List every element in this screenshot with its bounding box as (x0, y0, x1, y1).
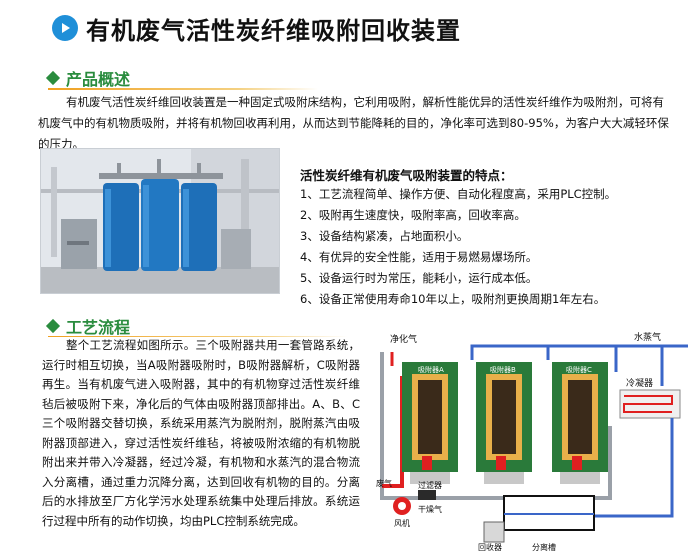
diagram-label-adsorber-a: 吸附器A (418, 365, 444, 374)
feature-item: 5、设备运行时为常压，能耗小，运行成本低。 (300, 271, 538, 285)
page-title-bar: 有机废气活性炭纤维吸附回收装置 (52, 12, 522, 45)
page-title: 有机废气活性炭纤维吸附回收装置 (86, 16, 461, 45)
diagram-label-fan: 风机 (394, 518, 410, 528)
feature-item: 2、吸附再生速度快，吸附率高，回收率高。 (300, 208, 526, 222)
diagram-label-separator: 分离槽 (532, 542, 556, 552)
process-heading: 工艺流程 (45, 314, 131, 338)
diamond-bullet-icon (45, 70, 61, 86)
diagram-label-adsorber-b: 吸附器B (490, 365, 516, 374)
diagram-label-condenser: 冷凝器 (626, 377, 653, 389)
diagram-label-dryer: 干燥气 (418, 504, 442, 514)
process-flow-diagram: 净化气 水蒸气 吸附器A 吸附器B 吸附器C 冷凝器 废气 过滤器 干燥气 风机… (372, 326, 688, 552)
feature-item: 6、设备正常使用寿命10年以上，吸附剂更换周期1年左右。 (300, 292, 606, 306)
equipment-photo (40, 148, 280, 294)
diagram-label-steam: 水蒸气 (634, 331, 661, 343)
process-heading-label: 工艺流程 (66, 318, 131, 337)
play-arrow-icon (52, 15, 78, 41)
features-list: 1、工艺流程简单、操作方便、自动化程度高，采用PLC控制。 2、吸附再生速度快，… (300, 184, 616, 310)
diagram-label-clean-gas: 净化气 (390, 333, 417, 345)
features-title: 活性炭纤维有机废气吸附装置的特点： (300, 168, 513, 183)
feature-item: 3、设备结构紧凑，占地面积小。 (300, 229, 469, 243)
diagram-label-adsorber-c: 吸附器C (566, 365, 592, 374)
diagram-label-waste-gas: 废气 (376, 478, 392, 488)
overview-heading-label: 产品概述 (66, 70, 131, 89)
overview-text: 有机废气活性炭纤维回收装置是一种固定式吸附床结构，它利用吸附，解析性能优异的活性… (38, 95, 669, 151)
diagram-label-recovery-tank: 回收器 (478, 542, 502, 552)
feature-item: 1、工艺流程简单、操作方便、自动化程度高，采用PLC控制。 (300, 187, 617, 201)
process-underline (48, 336, 348, 337)
overview-heading: 产品概述 (45, 66, 131, 90)
overview-underline (48, 88, 318, 90)
diamond-bullet-icon (45, 318, 61, 334)
diagram-label-filter: 过滤器 (418, 480, 442, 490)
process-text: 整个工艺流程如图所示。三个吸附器共用一套管路系统，运行时相互切换，当A吸附器吸附… (42, 338, 360, 528)
feature-item: 4、有优异的安全性能，适用于易燃易爆场所。 (300, 250, 538, 264)
